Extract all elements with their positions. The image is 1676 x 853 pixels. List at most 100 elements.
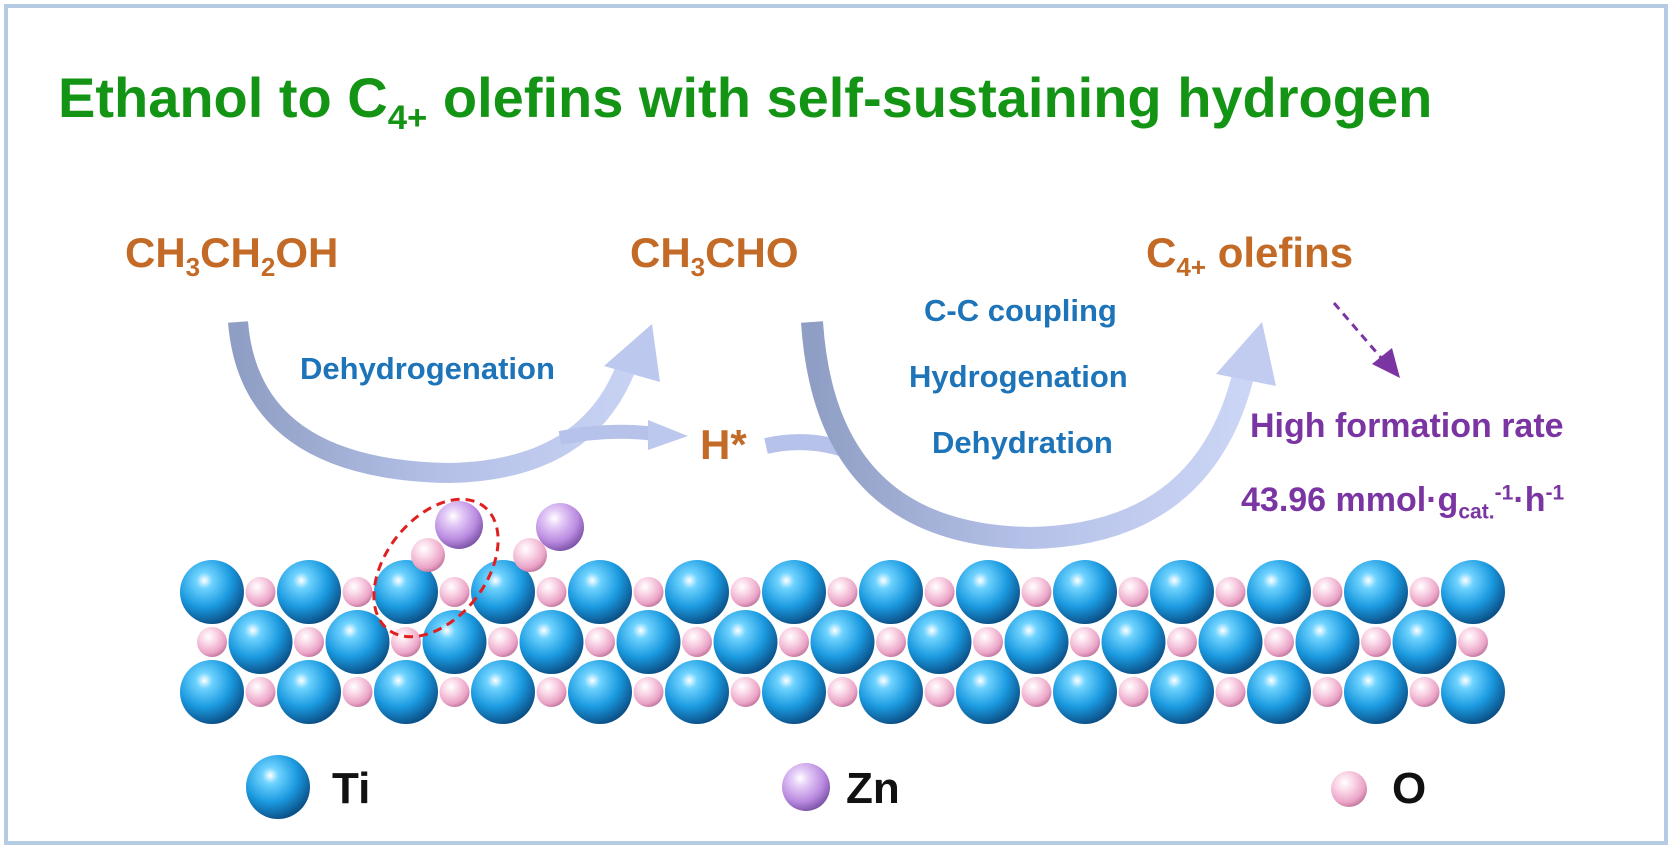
o-atom	[536, 577, 567, 607]
ti-atom	[180, 660, 244, 724]
legend-zn-label: Zn	[846, 764, 900, 813]
ti-atom	[665, 660, 729, 724]
o-atom	[294, 627, 324, 657]
zn-oxygen-cluster-1	[411, 501, 483, 572]
ti-atom	[956, 560, 1020, 624]
rate-label: High formation rate	[1250, 407, 1564, 445]
o-atom	[439, 577, 470, 607]
tio2-lattice	[180, 560, 1505, 724]
o-atom	[488, 627, 518, 657]
ti-atom	[1053, 660, 1117, 724]
o-atom	[585, 627, 615, 657]
o-atom	[245, 677, 276, 707]
rate-value: 43.96 mmol·gcat.-1·h-1	[1241, 481, 1565, 524]
ti-atom	[422, 610, 487, 674]
ti-atom-icon	[246, 755, 310, 819]
olefins-label: C4+ olefins	[1146, 229, 1354, 283]
ti-atom	[471, 560, 535, 624]
hydrogenation-label: Hydrogenation	[909, 359, 1128, 394]
ti-atom	[568, 660, 632, 724]
ti-atom	[907, 610, 972, 674]
ti-atom	[1150, 560, 1214, 624]
o-atom	[342, 577, 373, 607]
zn-atom-icon	[782, 763, 830, 811]
o-atom	[730, 677, 761, 707]
ti-atom	[1344, 560, 1408, 624]
ti-atom	[1441, 660, 1505, 724]
o-atom	[827, 577, 858, 607]
ti-atom	[277, 660, 341, 724]
ti-atom	[180, 560, 244, 624]
o-atom	[633, 677, 664, 707]
dehydrogenation-label: Dehydrogenation	[300, 351, 555, 386]
o-atom	[633, 577, 664, 607]
o-atom	[682, 627, 712, 657]
o-atom	[1264, 627, 1294, 657]
ti-atom	[956, 660, 1020, 724]
zn-oxygen-cluster-2	[513, 503, 584, 572]
o-atom	[1118, 677, 1149, 707]
ti-atom	[1247, 560, 1311, 624]
ti-atom	[810, 610, 875, 674]
ti-atom	[1392, 610, 1457, 674]
ti-atom	[325, 610, 390, 674]
ti-atom	[859, 660, 923, 724]
o-atom	[1312, 577, 1343, 607]
o-atom	[1070, 627, 1100, 657]
o-atom	[730, 577, 761, 607]
o-atom	[779, 627, 809, 657]
o-atom	[439, 677, 470, 707]
acetaldehyde-label: CH3CHO	[630, 229, 799, 283]
o-atom-icon	[1331, 771, 1367, 807]
ti-atom	[1053, 560, 1117, 624]
ti-atom	[1198, 610, 1263, 674]
o-atom	[1118, 577, 1149, 607]
ti-atom	[1150, 660, 1214, 724]
ti-atom	[665, 560, 729, 624]
highlight-ellipse	[372, 497, 500, 639]
o-atom	[536, 677, 567, 707]
o-atom	[876, 627, 906, 657]
ti-atom	[1247, 660, 1311, 724]
o-atom	[1215, 677, 1246, 707]
diagram-title: Ethanol to C4+ olefins with self-sustain…	[58, 66, 1433, 138]
hydrogen-branch-arrow	[558, 420, 688, 450]
o-atom	[973, 627, 1003, 657]
ti-atom	[228, 610, 293, 674]
ti-atom	[859, 560, 923, 624]
ti-atom	[616, 610, 681, 674]
ti-atom	[713, 610, 778, 674]
o-atom	[1458, 627, 1488, 657]
o-atom	[924, 677, 955, 707]
o-atom	[1312, 677, 1343, 707]
o-atom	[924, 577, 955, 607]
o-atom	[1167, 627, 1197, 657]
ti-atom	[374, 660, 438, 724]
o-atom	[1409, 577, 1440, 607]
o-atom	[1361, 627, 1391, 657]
ti-atom	[1101, 610, 1166, 674]
ethanol-label: CH3CH2OH	[125, 229, 339, 283]
ti-atom	[1004, 610, 1069, 674]
coupling-arrow	[801, 321, 1276, 550]
o-atom	[1215, 577, 1246, 607]
o-atom	[197, 627, 227, 657]
hydrogen-label: H*	[700, 421, 747, 468]
o-atom	[827, 677, 858, 707]
ti-atom	[568, 560, 632, 624]
o-atom	[342, 677, 373, 707]
ti-atom	[762, 660, 826, 724]
ti-atom	[374, 560, 438, 624]
dehydrogenation-arrow	[228, 321, 660, 484]
ti-atom	[762, 560, 826, 624]
ti-atom	[1344, 660, 1408, 724]
dehydration-label: Dehydration	[932, 425, 1113, 460]
o-atom	[391, 627, 421, 657]
ti-atom	[1295, 610, 1360, 674]
coupling-label: C-C coupling	[924, 293, 1117, 328]
ti-atom	[471, 660, 535, 724]
legend-ti-label: Ti	[332, 764, 371, 813]
ti-atom	[519, 610, 584, 674]
legend-o-label: O	[1392, 764, 1427, 813]
